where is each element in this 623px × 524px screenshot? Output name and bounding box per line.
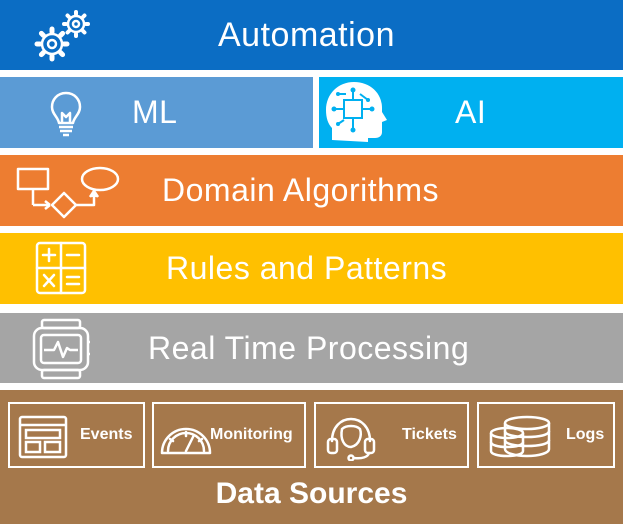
circuit-head-icon	[324, 80, 388, 144]
database-icon	[487, 415, 553, 464]
calculator-icon	[35, 241, 87, 295]
ml-layer: ML	[0, 77, 313, 148]
ml-label: ML	[132, 94, 178, 130]
rules-patterns-layer: Rules and Patterns	[0, 233, 623, 304]
source-monitoring-label: Monitoring	[210, 426, 293, 443]
source-tickets: Tickets	[314, 402, 469, 468]
gears-icon	[30, 8, 100, 66]
lightbulb-icon	[50, 91, 82, 137]
heart-monitor-icon	[32, 318, 92, 380]
automation-layer: Automation	[0, 0, 623, 70]
real-time-processing-layer: Real Time Processing	[0, 313, 623, 383]
source-monitoring: Monitoring	[152, 402, 306, 468]
automation-label: Automation	[218, 15, 395, 54]
rules-patterns-label: Rules and Patterns	[166, 250, 448, 286]
headset-icon	[324, 415, 378, 466]
domain-algorithms-layer: Domain Algorithms	[0, 155, 623, 226]
ai-label: AI	[455, 94, 487, 130]
window-icon	[18, 415, 70, 464]
source-logs-label: Logs	[566, 426, 605, 443]
source-tickets-label: Tickets	[402, 426, 457, 443]
data-sources-title: Data Sources	[215, 477, 408, 510]
source-logs: Logs	[477, 402, 615, 468]
source-events: Events	[8, 402, 145, 468]
real-time-processing-label: Real Time Processing	[148, 329, 470, 366]
source-events-label: Events	[80, 426, 133, 443]
domain-algorithms-label: Domain Algorithms	[162, 172, 440, 208]
flowchart-icon	[16, 165, 120, 219]
ai-layer: AI	[319, 77, 623, 148]
data-sources-layer: Events Monitoring Tick	[0, 390, 623, 524]
gauge-icon	[158, 415, 214, 464]
